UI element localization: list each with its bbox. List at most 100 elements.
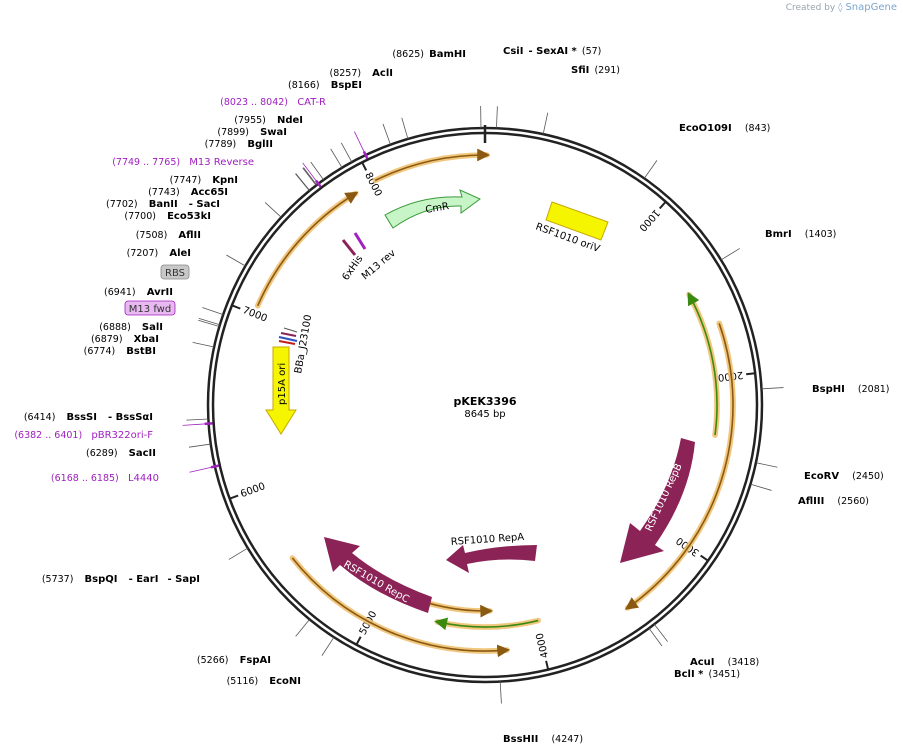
oriv-feature[interactable] xyxy=(545,201,609,241)
bspei-name[interactable]: BspEI xyxy=(331,80,362,91)
p15a-label: p15A ori xyxy=(277,363,288,405)
enzyme-leader-22 xyxy=(295,173,310,192)
sapi-name[interactable]: - SapI xyxy=(168,574,200,585)
orf-bottom-left[interactable] xyxy=(291,557,511,658)
svg-text:(8625) BamHI: (8625) BamHI xyxy=(392,42,466,61)
enzyme-leader-4 xyxy=(720,248,740,261)
enzyme-leader-25 xyxy=(303,167,318,186)
saci-name[interactable]: - SacI xyxy=(189,199,220,210)
sali-name[interactable]: SalI xyxy=(142,322,163,333)
svg-text:(6414) BssSI - BssSαI: (6414) BssSI - BssSαI xyxy=(24,405,153,424)
bsssi-pos: (6414) xyxy=(24,412,56,423)
repa-feature[interactable] xyxy=(446,545,537,573)
orf-right-green[interactable] xyxy=(687,291,718,436)
orf-right[interactable] xyxy=(624,323,734,610)
rbs-box[interactable]: RBS xyxy=(160,264,190,280)
acc65i-pos: (7743) xyxy=(148,187,180,198)
primer-mark-3[interactable] xyxy=(210,464,220,469)
eco53ki-pos: (7700) xyxy=(124,211,156,222)
sacii-name[interactable]: SacII xyxy=(129,448,156,459)
primer-mark-1[interactable] xyxy=(314,179,322,188)
ndei-name[interactable]: NdeI xyxy=(277,115,303,126)
catr-name[interactable]: CAT-R xyxy=(297,97,326,108)
l4440-name[interactable]: L4440 xyxy=(128,473,159,484)
svg-text:(6289) SacII: (6289) SacII xyxy=(86,441,156,460)
bcli-name[interactable]: BclI * xyxy=(674,669,704,680)
acc65i-name[interactable]: Acc65I xyxy=(191,187,228,198)
pbr322orif-range: (6382 .. 6401) xyxy=(14,430,82,441)
primer-mark-0[interactable] xyxy=(362,150,369,160)
primer-leader-3 xyxy=(189,466,212,473)
bglii-name[interactable]: BglII xyxy=(247,139,273,150)
orf-left[interactable] xyxy=(256,191,359,307)
bsssai-name[interactable]: - BssSαI xyxy=(108,412,153,423)
econi-name[interactable]: EcoNI xyxy=(269,676,301,687)
enzyme-leader-11 xyxy=(321,636,335,656)
tick-3000 xyxy=(700,554,709,562)
alei-pos: (7207) xyxy=(127,248,159,259)
m13reverse-name[interactable]: M13 Reverse xyxy=(189,157,254,168)
swai-name[interactable]: SwaI xyxy=(260,127,287,138)
bsphi-name[interactable]: BspHI xyxy=(812,384,845,395)
eari-name[interactable]: - EarI xyxy=(129,574,159,585)
orf-top-outline xyxy=(372,152,490,184)
bmri-name[interactable]: BmrI xyxy=(765,229,792,240)
svg-text:(6168 .. 6185) L4440: (6168 .. 6185) L4440 xyxy=(51,473,159,484)
afliii-name[interactable]: AflIII xyxy=(798,496,824,507)
enzyme-leader-12 xyxy=(295,619,310,637)
acui-name[interactable]: AcuI xyxy=(690,657,715,668)
bsphi-pos: (2081) xyxy=(858,384,890,395)
cmr-feature[interactable] xyxy=(384,189,481,229)
bamhi-pos: (8625) xyxy=(392,49,424,60)
bsshii-name[interactable]: BssHII xyxy=(503,734,538,745)
orf-bottom-green[interactable] xyxy=(434,617,539,631)
banii-name[interactable]: BanII xyxy=(149,199,178,210)
sexai-name[interactable]: - SexAI * xyxy=(529,46,578,57)
repb-feature[interactable] xyxy=(620,438,695,563)
kpni-name[interactable]: KpnI xyxy=(212,175,238,186)
primer-leader-0 xyxy=(354,131,365,152)
enzyme-leader-23 xyxy=(295,173,310,191)
acli-name[interactable]: AclI xyxy=(372,68,393,79)
bamhi-name[interactable]: BamHI xyxy=(429,49,466,60)
avrii-name[interactable]: AvrII xyxy=(147,287,173,298)
csii-name[interactable]: CsiI xyxy=(503,46,523,57)
svg-text:(6774) BstBI: (6774) BstBI xyxy=(84,339,156,358)
plasmid-size: 8645 bp xyxy=(464,409,505,420)
xbai-name[interactable]: XbaI xyxy=(134,334,159,345)
ecoo109i-pos: (843) xyxy=(745,123,771,134)
bcli-pos: (3451) xyxy=(709,669,741,680)
enzyme-leader-17 xyxy=(198,319,220,327)
enzyme-leader-26 xyxy=(310,161,324,181)
ecorv-name[interactable]: EcoRV xyxy=(804,471,839,482)
sfii-name[interactable]: SfiI xyxy=(571,65,589,76)
aflii-name[interactable]: AflII xyxy=(178,230,201,241)
sali-pos: (6888) xyxy=(99,322,131,333)
svg-text:BssHII (4247): BssHII (4247) xyxy=(503,727,583,746)
repc-label: RSF1010 RepC xyxy=(342,559,411,605)
alei-name[interactable]: AleI xyxy=(169,248,191,259)
primer-mark-2[interactable] xyxy=(204,422,213,426)
bsssi-name[interactable]: BssSI xyxy=(67,412,97,423)
enzyme-leader-18 xyxy=(198,318,220,326)
bstbi-name[interactable]: BstBI xyxy=(126,346,156,357)
tick-label-7000: 7000 xyxy=(241,305,269,325)
enzyme-leader-5 xyxy=(761,387,784,390)
enzyme-leader-20 xyxy=(226,254,246,267)
svg-text:(5737) BspQI - EarI - SapI: (5737) BspQI - EarI - SapI xyxy=(42,567,200,586)
ecoo109i-name[interactable]: EcoO109I xyxy=(679,123,732,134)
plasmid-name: pKEK3396 xyxy=(453,395,516,408)
repc-feature[interactable] xyxy=(324,537,432,613)
csii-pos: (57) xyxy=(582,46,602,57)
pbr322orif-name[interactable]: pBR322ori-F xyxy=(91,430,153,441)
bspqi-name[interactable]: BspQI xyxy=(85,574,118,585)
svg-text:(6382 .. 6401) pBR322ori-F: (6382 .. 6401) pBR322ori-F xyxy=(14,430,153,441)
tick-label-6000: 6000 xyxy=(239,481,267,500)
m13fwd-box[interactable]: M13 fwd xyxy=(124,300,176,316)
orf-top[interactable] xyxy=(374,148,491,182)
p15a-feature[interactable] xyxy=(265,346,297,435)
eco53ki-name[interactable]: Eco53kI xyxy=(167,211,211,222)
fspai-name[interactable]: FspAI xyxy=(240,655,271,666)
svg-text:CsiI - SexAI * (57): CsiI - SexAI * (57) xyxy=(503,39,601,58)
